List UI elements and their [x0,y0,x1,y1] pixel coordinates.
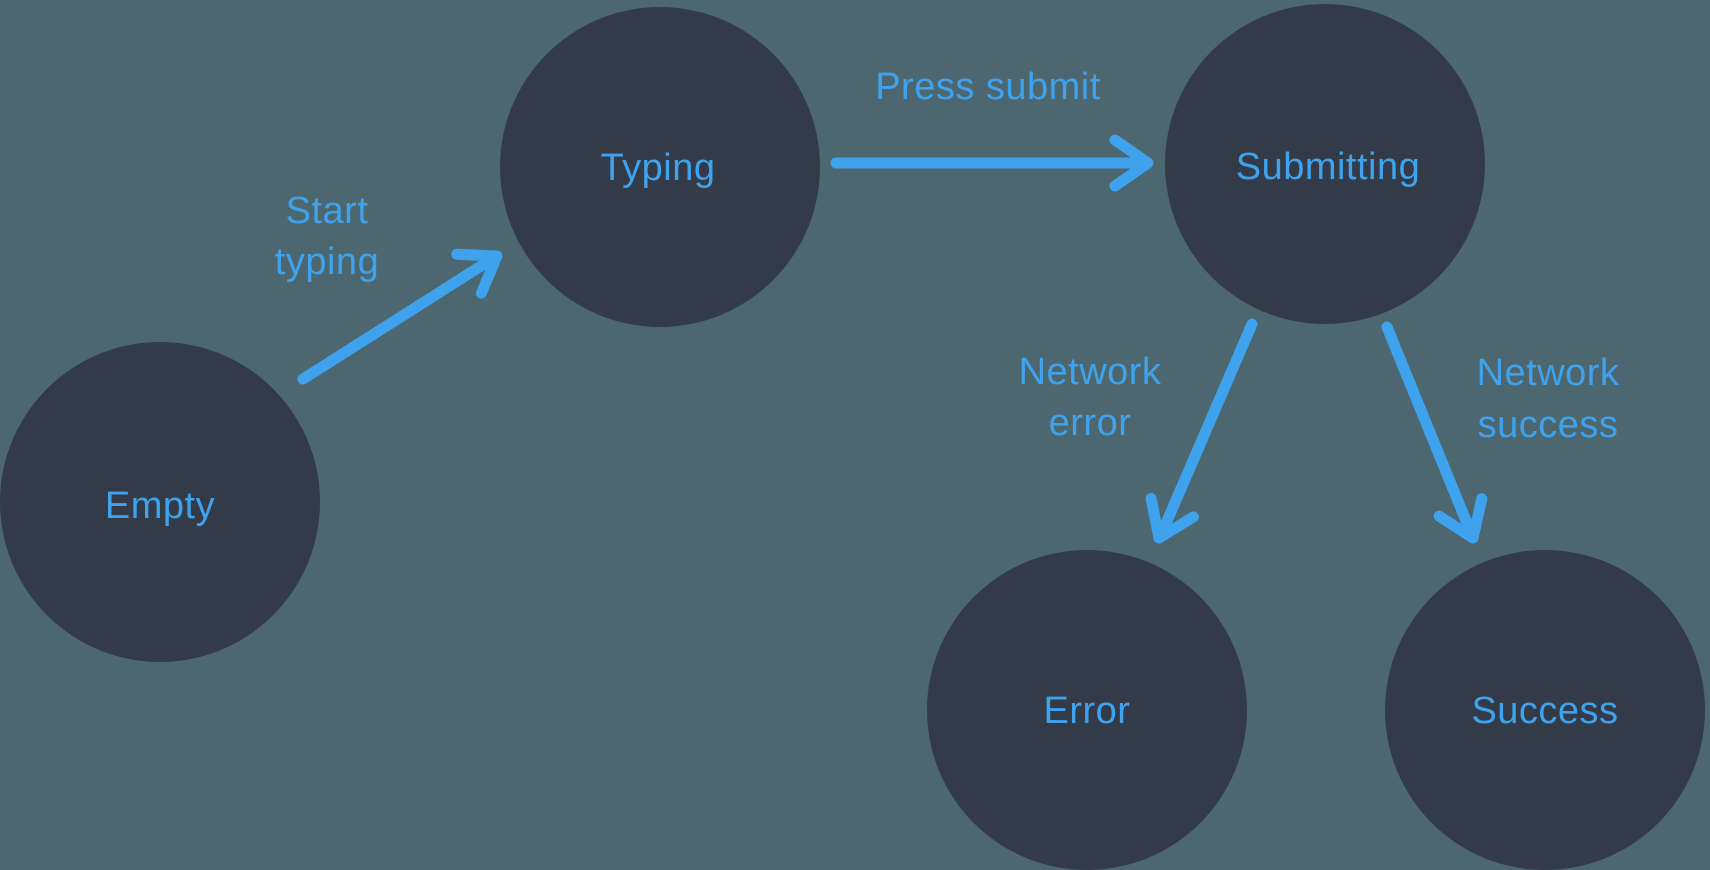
transition-label-start-typing-line1: Start [286,190,369,232]
state-label-typing: Typing [601,147,716,189]
transition-label-press-submit: Press submit [875,66,1101,108]
arrow-start-typing-head-icon [451,248,503,299]
state-node-submitting: Submitting [1165,4,1485,324]
state-label-empty: Empty [105,485,215,527]
arrow-press-submit-head-icon [1109,134,1154,192]
state-circle-empty [0,342,320,662]
transition-label-network-success-line1: Network [1477,352,1620,394]
transition-network-success: Network success [1381,321,1620,544]
arrow-network-error-head-icon [1145,493,1199,544]
transition-label-network-success-line2: success [1478,404,1619,446]
state-node-error: Error [927,550,1247,870]
state-node-typing: Typing [500,7,820,327]
state-circle-success [1385,550,1705,870]
transition-start-typing: Start typing [275,190,503,385]
arrow-network-success-shaft [1381,321,1477,539]
transition-label-network-error-line1: Network [1019,351,1162,393]
transition-label-start-typing-line2: typing [275,241,379,283]
transition-press-submit: Press submit [830,66,1154,192]
state-label-error: Error [1044,690,1131,732]
state-label-success: Success [1471,690,1618,732]
transition-network-error: Network error [1019,318,1258,544]
arrow-start-typing-shaft [297,253,498,385]
state-circle-error [927,550,1247,870]
state-node-success: Success [1385,550,1705,870]
state-circle-submitting [1165,4,1485,324]
arrow-network-error-shaft [1155,318,1258,541]
state-circle-typing [500,7,820,327]
arrow-network-success-head-icon [1433,493,1488,544]
state-node-empty: Empty [0,342,320,662]
transition-label-network-error-line2: error [1049,402,1132,444]
state-label-submitting: Submitting [1236,146,1421,188]
